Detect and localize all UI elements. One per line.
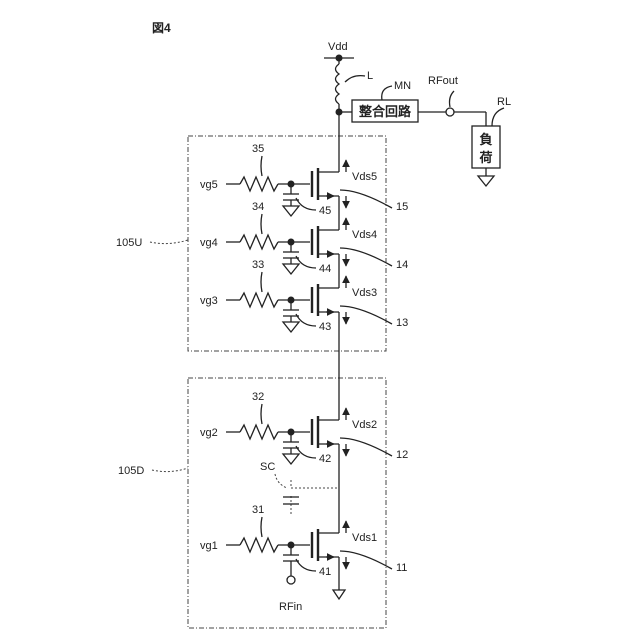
- vds-label: Vds2: [352, 419, 377, 431]
- upper-block-label: 105U: [116, 237, 142, 249]
- matching-network-ref: MN: [394, 80, 411, 92]
- capacitor-label: 41: [319, 566, 331, 578]
- resistor: [240, 293, 278, 307]
- gate-label: vg4: [200, 237, 218, 249]
- rfin-label: RFin: [279, 601, 302, 613]
- switch-label: SC: [260, 461, 275, 473]
- vds-label: Vds4: [352, 229, 377, 241]
- transistor-label: 14: [396, 259, 408, 271]
- transistor-label: 15: [396, 201, 408, 213]
- stage-1: vg1 31 41 Vds1 11: [200, 504, 407, 578]
- resistor-label: 31: [252, 504, 264, 516]
- ground-icon: [283, 264, 299, 274]
- resistor-label: 34: [252, 201, 264, 213]
- transistor-label: 12: [396, 449, 408, 461]
- rfout-terminal: RFout: [428, 75, 458, 116]
- resistor-label: 32: [252, 391, 264, 403]
- gate-label: vg3: [200, 295, 218, 307]
- supply-terminal: Vdd: [324, 41, 354, 64]
- source-ground-icon: [333, 590, 345, 599]
- gate-label: vg1: [200, 540, 218, 552]
- rfout-label: RFout: [428, 75, 458, 87]
- inductor-label: L: [367, 70, 373, 82]
- stage-4: vg4 34 44 Vds4 14: [200, 201, 408, 275]
- lower-block-label: 105D: [118, 465, 144, 477]
- load-rl: 負 荷 RL: [472, 96, 511, 186]
- load-ref: RL: [497, 96, 511, 108]
- stage-5: vg5 35 45 Vds5 15: [200, 143, 408, 217]
- capacitor-label: 42: [319, 453, 331, 465]
- load-text-2: 荷: [478, 150, 492, 165]
- matching-network-text: 整合回路: [358, 104, 412, 119]
- transistor-stages: vg13141Vds111vg23242Vds212vg33343Vds313v…: [200, 143, 408, 578]
- load-text-1: 負: [479, 132, 492, 147]
- figure-label: 図4: [152, 21, 171, 35]
- switch-sc: SC: [260, 461, 339, 516]
- transistor-label: 13: [396, 317, 408, 329]
- vds-label: Vds1: [352, 532, 377, 544]
- capacitor-label: 44: [319, 263, 331, 275]
- capacitor-label: 45: [319, 205, 331, 217]
- capacitor-label: 43: [319, 321, 331, 333]
- gate-label: vg5: [200, 179, 218, 191]
- resistor: [240, 538, 278, 552]
- rfin-terminal: RFin: [279, 561, 302, 613]
- vds-label: Vds5: [352, 171, 377, 183]
- resistor: [240, 177, 278, 191]
- resistor: [240, 425, 278, 439]
- transistor-label: 11: [396, 562, 407, 574]
- resistor-label: 33: [252, 259, 264, 271]
- resistor-label: 35: [252, 143, 264, 155]
- supply-label: Vdd: [328, 41, 348, 53]
- gate-label: vg2: [200, 427, 218, 439]
- ground-icon: [283, 454, 299, 464]
- resistor: [240, 235, 278, 249]
- ground-icon: [283, 322, 299, 332]
- matching-network: 整合回路 MN: [352, 80, 418, 122]
- stage-2: vg2 32 42 Vds2 12: [200, 391, 408, 465]
- stage-3: vg3 33 43 Vds3 13: [200, 259, 408, 333]
- ground-icon: [283, 206, 299, 216]
- vds-label: Vds3: [352, 287, 377, 299]
